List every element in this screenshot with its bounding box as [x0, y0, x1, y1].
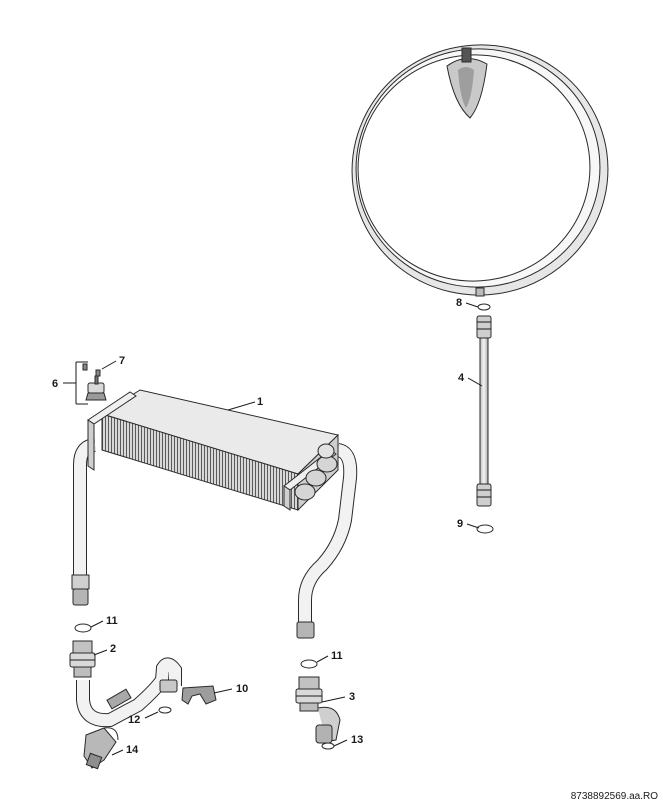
document-id: 8738892569.aa.RO	[571, 791, 659, 802]
callout-7: 7	[119, 355, 125, 367]
callout-4: 4	[458, 372, 465, 384]
washer-11-left	[74, 623, 92, 633]
flexible-hose	[476, 315, 492, 507]
connecting-pipe	[76, 657, 182, 728]
temperature-sensor	[85, 375, 107, 401]
washer-13	[321, 742, 335, 750]
retaining-clip	[181, 685, 217, 705]
callout-9: 9	[457, 518, 463, 530]
callout-14: 14	[126, 744, 139, 756]
callout-2: 2	[110, 643, 116, 655]
callout-1: 1	[257, 396, 263, 408]
connection-fitting-3	[295, 676, 341, 744]
callout-13: 13	[351, 734, 363, 746]
callout-6: 6	[52, 378, 58, 390]
sensor-clip	[82, 363, 101, 377]
expansion-vessel	[351, 44, 609, 297]
washer-8	[477, 303, 491, 311]
washer-9	[476, 524, 494, 534]
leader-lines	[63, 302, 483, 756]
heat-exchanger	[71, 389, 358, 639]
callout-3: 3	[349, 691, 355, 703]
callout-12: 12	[128, 714, 140, 726]
washer-12	[158, 706, 172, 714]
connection-fitting-2	[69, 640, 96, 678]
callout-8: 8	[456, 297, 462, 309]
callout-11-left: 11	[106, 615, 118, 627]
callout-11-right: 11	[331, 650, 343, 662]
elbow-fitting	[83, 727, 119, 770]
callout-10: 10	[236, 683, 248, 695]
washer-11-right	[300, 659, 318, 669]
